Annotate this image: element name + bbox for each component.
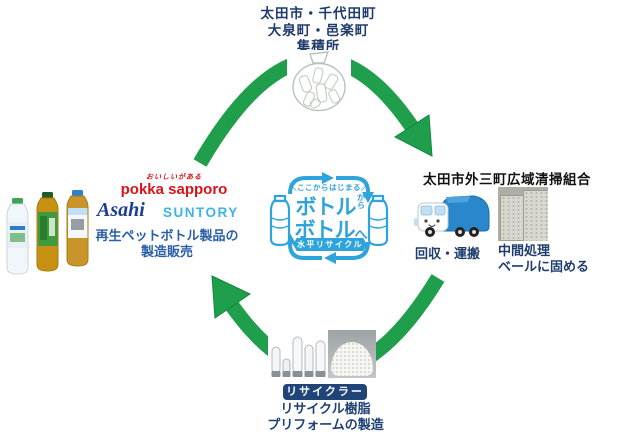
green-tea-bottle-icon — [36, 192, 59, 272]
recycler-caption: リサイクル樹脂 プリフォームの製造 — [248, 401, 403, 433]
left-caption-line2: 製造販売 — [140, 243, 193, 259]
pokka-sapporo-logo: pokka sapporo — [120, 181, 228, 198]
recycler-caption-line2: プリフォームの製造 — [267, 417, 384, 432]
sparkling-water-bottle-icon — [6, 198, 29, 275]
bale-caption-line1: 中間処理 — [498, 243, 551, 258]
recycler-caption-line1: リサイクル樹脂 — [280, 401, 371, 416]
left-node-caption: 再生ペットボトル製品の 製造販売 — [92, 228, 242, 259]
asahi-logo: Asahi — [97, 199, 145, 221]
pet-bale-left — [500, 195, 524, 241]
truck-caption: 回収・運搬 — [415, 246, 481, 261]
logo-word1: ボトル — [295, 196, 357, 219]
collection-bag-icon — [287, 50, 351, 112]
bottom-cycle-arrowhead-icon — [211, 275, 252, 319]
top-cycle-arrowhead-icon — [394, 114, 433, 157]
suntory-logo: SUNTORY — [163, 205, 239, 220]
logo-particle1: から — [356, 193, 366, 209]
resin-heap — [331, 342, 373, 376]
bottle-to-bottle-logo: ＼ここからはじまる／ ボトルから ボトルへ 水平リサイクル — [266, 170, 392, 266]
logo-ribbon: 水平リサイクル — [293, 238, 367, 251]
bale-caption: 中間処理 ベールに固める — [498, 243, 608, 274]
pet-preforms-photo — [268, 333, 330, 380]
collection-point-label: 太田市・千代田町 大泉町・邑楽町 集積所 — [0, 6, 637, 56]
pet-bale-photo — [498, 187, 548, 241]
logo-word-row1: ボトルから — [292, 191, 370, 221]
barley-tea-bottle-icon — [66, 190, 89, 267]
collection-point-line1: 太田市・千代田町 — [260, 6, 377, 21]
pokka-tagline: おいしいがある — [146, 174, 202, 181]
resin-pellets-photo — [328, 330, 376, 378]
logo-recycle-arrows-icon — [269, 172, 389, 264]
recycler-badge: リサイクラー — [283, 384, 367, 400]
recycled-product-bottles-photo — [4, 188, 92, 276]
left-caption-line1: 再生ペットボトル製品の — [95, 228, 239, 243]
garbage-truck-icon — [412, 188, 492, 242]
pet-bale-right — [523, 190, 548, 241]
collection-point-line2: 大泉町・邑楽町 — [267, 22, 370, 38]
logo-word2: ボトル — [294, 219, 355, 242]
cleaning-association-title: 太田市外三町広域清掃組合 — [423, 172, 591, 187]
logo-tagline: ＼ここからはじまる／ — [289, 183, 369, 192]
bale-caption-line2: ベールに固める — [498, 258, 590, 274]
